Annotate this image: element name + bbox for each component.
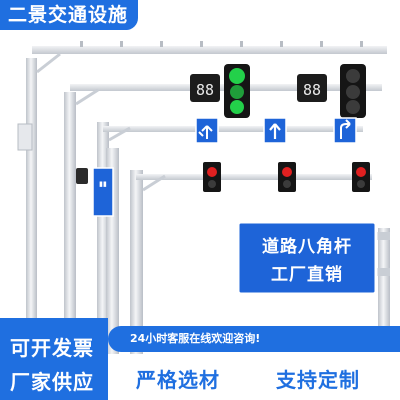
footer-item-1: 严格选材 — [136, 368, 220, 392]
pole-1-brackets — [80, 41, 363, 47]
service-banner: 24小时客服在线欢迎咨询! — [108, 326, 400, 352]
pole-1 — [17, 41, 387, 358]
promo-sign-board — [236, 220, 378, 296]
arrow-left-turn-icon — [198, 125, 213, 139]
footer-bar: 严格选材 支持定制 — [108, 354, 400, 400]
sign-line-2: 工厂直销 — [271, 265, 343, 285]
banner-text: 24小时客服在线欢迎咨询! — [130, 332, 261, 345]
sign-line-1: 道路八角杆 — [262, 237, 352, 257]
pole-4: ▮▮ — [76, 148, 119, 358]
arrow-right-turn-icon — [340, 119, 351, 139]
pole-6 — [368, 228, 390, 328]
lane-signs — [195, 117, 357, 144]
timer-left: 88 — [196, 81, 214, 99]
traffic-light-right: 88 — [297, 64, 366, 118]
svg-text:▮▮: ▮▮ — [99, 180, 107, 188]
traffic-light-icon — [229, 68, 245, 84]
brand-title: 二景交通设施 — [0, 0, 138, 30]
promo-panel: 可开发票 厂家供应 — [0, 318, 108, 400]
pole-5 — [130, 162, 372, 360]
promo-line-1: 可开发票 — [10, 336, 94, 360]
traffic-light-left: 88 — [190, 64, 250, 118]
timer-right: 88 — [303, 81, 321, 99]
arrow-straight-icon — [269, 123, 281, 139]
promo-line-2: 厂家供应 — [10, 370, 94, 394]
footer-item-2: 支持定制 — [276, 368, 360, 392]
